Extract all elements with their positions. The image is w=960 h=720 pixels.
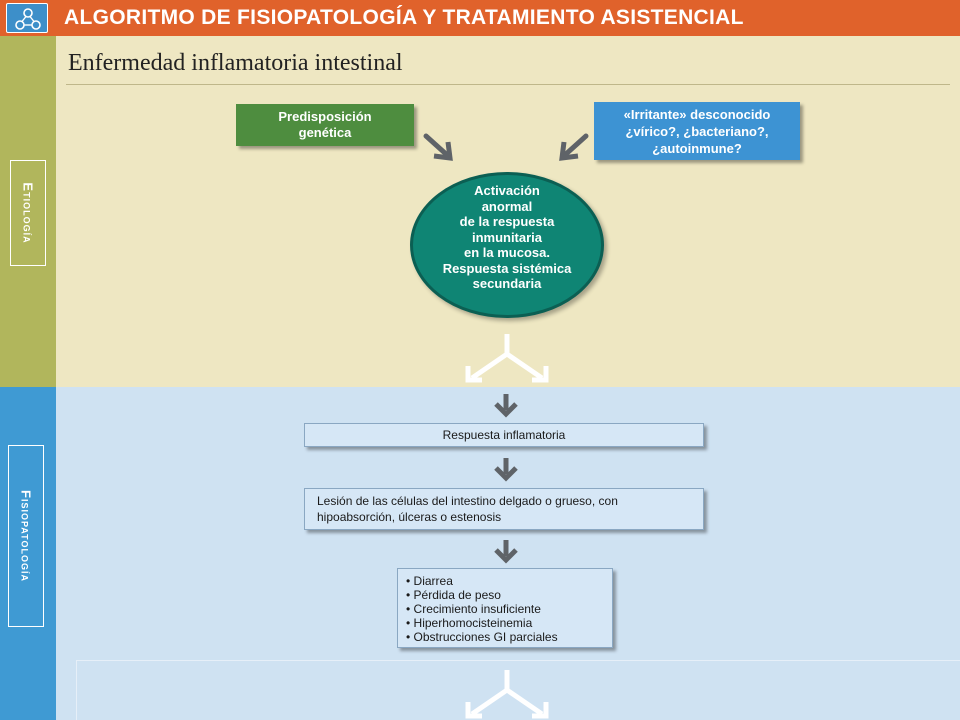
activacion-circle: Activación anormal de la respuesta inmun… [410, 172, 604, 318]
page-title: Enfermedad inflamatoria intestinal [68, 50, 403, 76]
list-item-label: Hiperhomocisteinemia [413, 616, 533, 630]
split-arrow-icon [465, 334, 549, 383]
activacion-line-6: Respuesta sistémica [442, 260, 572, 276]
irritante-line-3: ¿autoinmune? [652, 141, 742, 156]
arrow-down-icon [494, 540, 518, 564]
predisposicion-line-2: genética [298, 125, 352, 140]
arrow-down-icon [494, 458, 518, 482]
lesion-box: Lesión de las células del intestino delg… [304, 488, 704, 530]
list-item-label: Diarrea [413, 574, 453, 588]
list-item: • Diarrea [406, 574, 453, 588]
list-item: • Pérdida de peso [406, 588, 501, 602]
activacion-line-3: de la respuesta [459, 214, 555, 229]
etiologia-sidebar: Etiología [0, 36, 56, 387]
list-item: • Crecimiento insuficiente [406, 602, 541, 616]
etiologia-label: Etiología [20, 182, 36, 244]
irritante-box: «Irritante» desconocido ¿vírico?, ¿bacte… [594, 102, 800, 160]
list-item-label: Crecimiento insuficiente [413, 602, 541, 616]
list-item-label: Pérdida de peso [413, 588, 501, 602]
fisiopatologia-sidebar: Fisiopatología [0, 387, 56, 720]
bottom-panel [76, 660, 960, 720]
molecule-icon [6, 3, 48, 33]
activacion-line-4: inmunitaria [471, 229, 543, 245]
arrow-down-left-icon [559, 133, 589, 161]
header-bar: ALGORITMO DE FISIOPATOLOGÍA Y TRATAMIENT… [0, 0, 960, 36]
respuesta-inflamatoria-box: Respuesta inflamatoria [304, 423, 704, 447]
irritante-line-2: ¿vírico?, ¿bacteriano?, [625, 124, 769, 139]
list-item: • Obstrucciones GI parciales [406, 630, 558, 644]
predisposicion-box: Predisposición genética [236, 104, 414, 146]
title-divider [66, 84, 950, 85]
list-item-label: Obstrucciones GI parciales [413, 630, 558, 644]
activacion-line-1: Activación [474, 183, 540, 198]
fisiopatologia-label-box: Fisiopatología [8, 445, 44, 627]
list-item: • Hiperhomocisteinemia [406, 616, 533, 630]
fisiopatologia-label: Fisiopatología [18, 490, 34, 582]
activacion-line-2: anormal [481, 198, 533, 214]
arrow-down-icon [494, 394, 518, 418]
etiologia-label-box: Etiología [10, 160, 46, 266]
consecuencias-list-box: • Diarrea • Pérdida de peso • Crecimient… [397, 568, 613, 648]
header-title: ALGORITMO DE FISIOPATOLOGÍA Y TRATAMIENT… [64, 6, 744, 29]
activacion-line-7: secundaria [472, 276, 542, 291]
predisposicion-line-1: Predisposición [278, 109, 372, 124]
irritante-line-1: «Irritante» desconocido [623, 107, 771, 122]
split-arrow-icon [465, 670, 549, 719]
arrow-down-right-icon [423, 133, 453, 161]
activacion-line-5: en la mucosa. [464, 245, 550, 260]
